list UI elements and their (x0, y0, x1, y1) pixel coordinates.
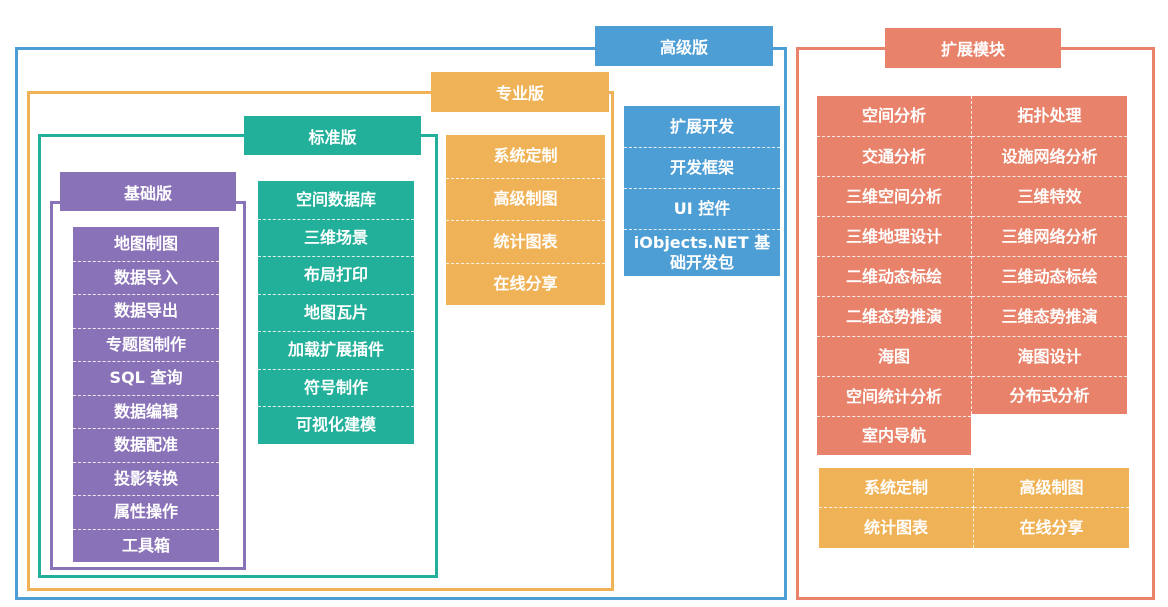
professional-feature-item: 在线分享 (446, 262, 605, 306)
standard-feature-item: 地图瓦片 (258, 293, 414, 332)
basic-feature-item: 工具箱 (73, 528, 219, 563)
extension-module-item: 室内导航 (817, 416, 971, 455)
professional-edition-title: 专业版 (431, 72, 609, 112)
standard-edition-frame (38, 134, 438, 578)
basic-edition-title: 基础版 (60, 172, 236, 211)
standard-feature-item: 可视化建模 (258, 406, 414, 444)
standard-feature-item: 空间数据库 (295, 189, 376, 209)
standard-feature-item: 符号制作 (258, 368, 414, 407)
extension-extra-item: 系统定制 (819, 468, 974, 508)
extension-module-item: 三维空间分析 (817, 176, 971, 216)
basic-feature-item: 数据编辑 (73, 394, 219, 429)
advanced-edition-frame (15, 47, 787, 600)
extension-module-item: 拓扑处理 (1017, 106, 1082, 125)
extension-module-item: 三维动态标绘 (972, 256, 1127, 296)
advanced-feature-item: iObjects.NET 基础开发包 (624, 229, 780, 276)
basic-feature-item: SQL 查询 (73, 361, 219, 395)
extension-extra-grid: 系统定制 高级制图 统计图表 在线分享 (819, 468, 1129, 548)
extension-module-item: 交通分析 (817, 136, 971, 176)
extension-module-item: 分布式分析 (972, 376, 1127, 414)
basic-feature-item: 数据导出 (73, 294, 219, 328)
basic-feature-item: 专题图制作 (73, 327, 219, 362)
professional-feature-item: 系统定制 (493, 146, 558, 166)
extension-left-list: 空间分析 交通分析 三维空间分析 三维地理设计 二维动态标绘 二维态势推演 海图… (817, 96, 971, 455)
extension-extra-item: 统计图表 (819, 508, 974, 548)
extension-module-item: 空间分析 (861, 106, 926, 125)
advanced-edition-title: 高级版 (595, 26, 773, 66)
standard-edition-title: 标准版 (244, 116, 421, 155)
extension-module-item: 三维特效 (972, 176, 1127, 216)
basic-feature-item: 地图制图 (113, 233, 178, 253)
extension-module-item: 三维地理设计 (817, 216, 971, 256)
extension-module-title: 扩展模块 (885, 28, 1061, 68)
extension-module-item: 三维态势推演 (972, 296, 1127, 336)
extension-module-item: 海图 (817, 336, 971, 376)
basic-feature-item: 数据配准 (73, 428, 219, 462)
professional-feature-list: 系统定制 高级制图 统计图表 在线分享 (446, 135, 605, 305)
basic-feature-item: 数据导入 (73, 260, 219, 295)
standard-feature-item: 三维场景 (258, 218, 414, 257)
basic-feature-list: 地图制图 数据导入 数据导出 专题图制作 SQL 查询 数据编辑 数据配准 投影… (73, 227, 219, 562)
professional-edition-frame (27, 91, 614, 591)
extension-module-item: 空间统计分析 (817, 376, 971, 416)
professional-feature-item: 统计图表 (446, 220, 605, 263)
extension-right-list: 拓扑处理 设施网络分析 三维特效 三维网络分析 三维动态标绘 三维态势推演 海图… (971, 96, 1127, 414)
extension-extra-item: 高级制图 (974, 468, 1129, 508)
standard-feature-item: 加载扩展插件 (258, 331, 414, 369)
advanced-feature-list: 扩展开发 开发框架 UI 控件 iObjects.NET 基础开发包 (624, 106, 780, 276)
advanced-feature-item: UI 控件 (624, 188, 780, 229)
extension-module-item: 二维动态标绘 (817, 256, 971, 296)
extension-module-item: 二维态势推演 (817, 296, 971, 336)
extension-module-item: 设施网络分析 (972, 136, 1127, 176)
standard-feature-item: 布局打印 (258, 256, 414, 294)
professional-feature-item: 高级制图 (446, 177, 605, 221)
advanced-feature-item: 开发框架 (624, 147, 780, 188)
basic-feature-item: 属性操作 (73, 495, 219, 529)
standard-feature-list: 空间数据库 三维场景 布局打印 地图瓦片 加载扩展插件 符号制作 可视化建模 (258, 181, 414, 444)
extension-module-item: 海图设计 (972, 336, 1127, 376)
extension-module-item: 三维网络分析 (972, 216, 1127, 256)
basic-feature-item: 投影转换 (73, 461, 219, 496)
advanced-feature-item: 扩展开发 (669, 116, 734, 136)
extension-extra-item: 在线分享 (1019, 518, 1084, 537)
